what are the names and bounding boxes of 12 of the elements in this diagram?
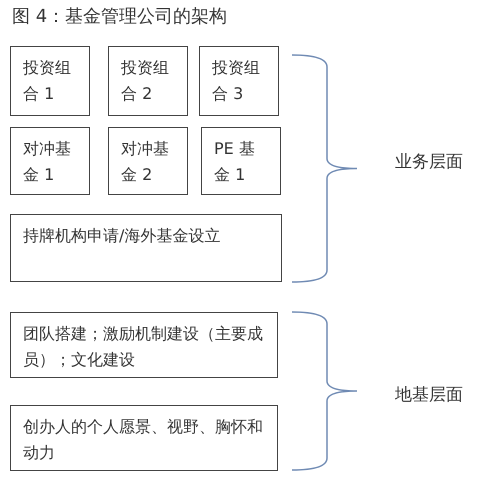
- text-box: 持牌机构申请/海外基金设立: [10, 214, 282, 282]
- layer-label: 地基层面: [395, 384, 463, 406]
- text-box: 团队搭建；激励机制建设（主要成员）；文化建设: [10, 312, 278, 378]
- text-box: 投资组合 2: [108, 46, 188, 116]
- figure-title: 图 4：基金管理公司的架构: [12, 5, 228, 28]
- text-box: 对冲基金 2: [108, 127, 188, 195]
- text-box: 创办人的个人愿景、视野、胸怀和动力: [10, 405, 278, 471]
- text-box: 投资组合 3: [199, 46, 279, 116]
- text-box: 投资组合 1: [10, 46, 90, 116]
- text-box: 对冲基金 1: [10, 127, 90, 195]
- text-box: PE 基金 1: [201, 127, 281, 195]
- layer-label: 业务层面: [395, 151, 463, 173]
